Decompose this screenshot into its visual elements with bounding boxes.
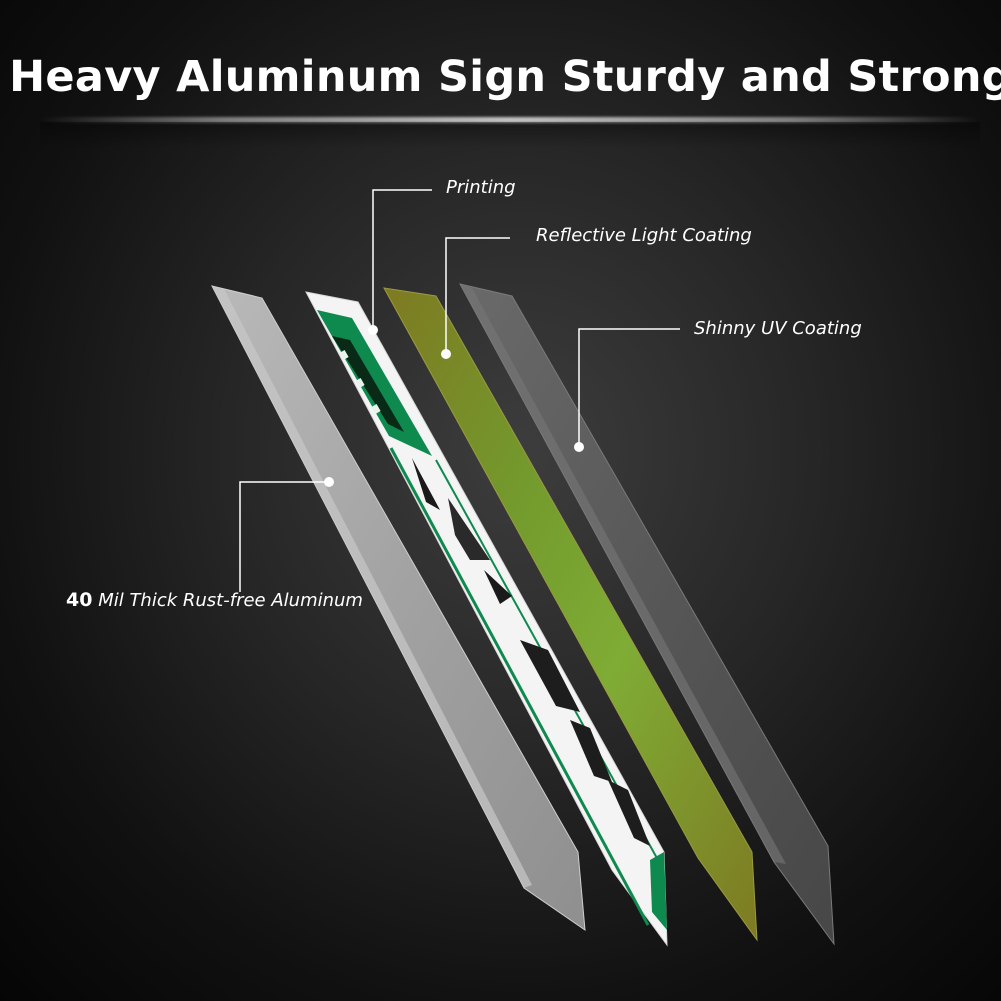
aluminum-callout-dot <box>324 477 334 487</box>
uv-callout-line <box>578 328 680 446</box>
aluminum-callout-line <box>239 481 329 592</box>
reflective-coating-label: Reflective Light Coating <box>536 225 752 246</box>
title-divider-shadow <box>40 122 980 148</box>
reflective-coating-layer <box>383 287 758 942</box>
uv-coating-label: Shinny UV Coating <box>694 318 862 339</box>
title-divider <box>40 117 980 123</box>
page-title: Heavy Aluminum Sign Sturdy and Strong <box>9 52 1001 102</box>
printing-layer <box>305 291 668 947</box>
reflective-callout-dot <box>441 349 451 359</box>
aluminum-label-text: Mil Thick Rust-free Aluminum <box>98 590 363 611</box>
printing-callout-dot <box>368 325 378 335</box>
printing-label: Printing <box>446 177 516 198</box>
aluminum-label: 40 Mil Thick Rust-free Aluminum <box>66 589 363 611</box>
aluminum-thickness-value: 40 <box>66 589 93 611</box>
uv-callout-dot <box>574 442 584 452</box>
printing-callout-line <box>372 189 432 330</box>
reflective-callout-line <box>445 237 510 352</box>
